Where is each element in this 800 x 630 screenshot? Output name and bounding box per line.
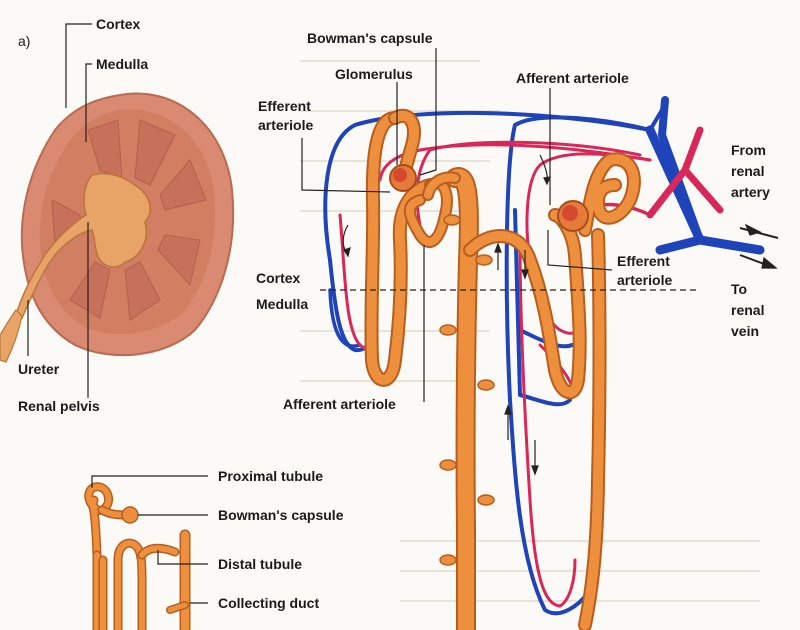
label-medulla-top: Medulla (96, 56, 149, 72)
label-efferent-right-2: arteriole (617, 272, 673, 288)
label-efferent-right-1: Efferent (617, 253, 670, 269)
label-to-renal-1: To (731, 281, 748, 297)
label-glomerulus: Glomerulus (335, 66, 413, 82)
panel-marker: a) (18, 33, 31, 49)
kidney-leader-lines (27, 23, 92, 398)
label-bowmans-capsule-bottom: Bowman's capsule (218, 507, 344, 523)
label-from-renal-3: artery (731, 184, 770, 200)
label-ureter: Ureter (18, 361, 60, 377)
label-distal-tubule: Distal tubule (218, 556, 303, 572)
renal-pelvis-shape (15, 172, 151, 320)
duct-branches (439, 214, 495, 566)
label-cortex-top: Cortex (96, 16, 141, 32)
nephron-small (84, 482, 191, 630)
label-afferent-bottom: Afferent arteriole (283, 396, 396, 412)
veins (323, 96, 765, 616)
label-to-renal-3: vein (731, 323, 760, 339)
ureter-tube (0, 309, 23, 363)
kidney-cross-section (0, 92, 235, 363)
tubules (364, 109, 641, 630)
label-medulla-mid: Medulla (256, 296, 309, 312)
label-collecting-duct: Collecting duct (218, 595, 320, 611)
label-cortex-mid: Cortex (256, 270, 301, 286)
nephron-leader-lines (301, 48, 613, 402)
small-nephron-leader-lines (91, 475, 208, 604)
flow-arrows (342, 154, 779, 476)
glomeruli (389, 164, 589, 232)
label-efferent-left-2: arteriole (258, 117, 314, 133)
label-bowmans-capsule-top: Bowman's capsule (307, 30, 433, 46)
bowmans-capsule-small (121, 506, 139, 524)
label-proximal-tubule: Proximal tubule (218, 468, 324, 484)
label-afferent-top: Afferent arteriole (516, 70, 629, 86)
label-renal-pelvis: Renal pelvis (18, 398, 100, 414)
label-from-renal-2: renal (731, 163, 765, 179)
renal-pyramids (51, 119, 207, 321)
label-to-renal-2: renal (731, 302, 765, 318)
arteries (338, 126, 724, 608)
label-efferent-left-1: Efferent (258, 98, 311, 114)
label-from-renal-1: From (731, 142, 766, 158)
